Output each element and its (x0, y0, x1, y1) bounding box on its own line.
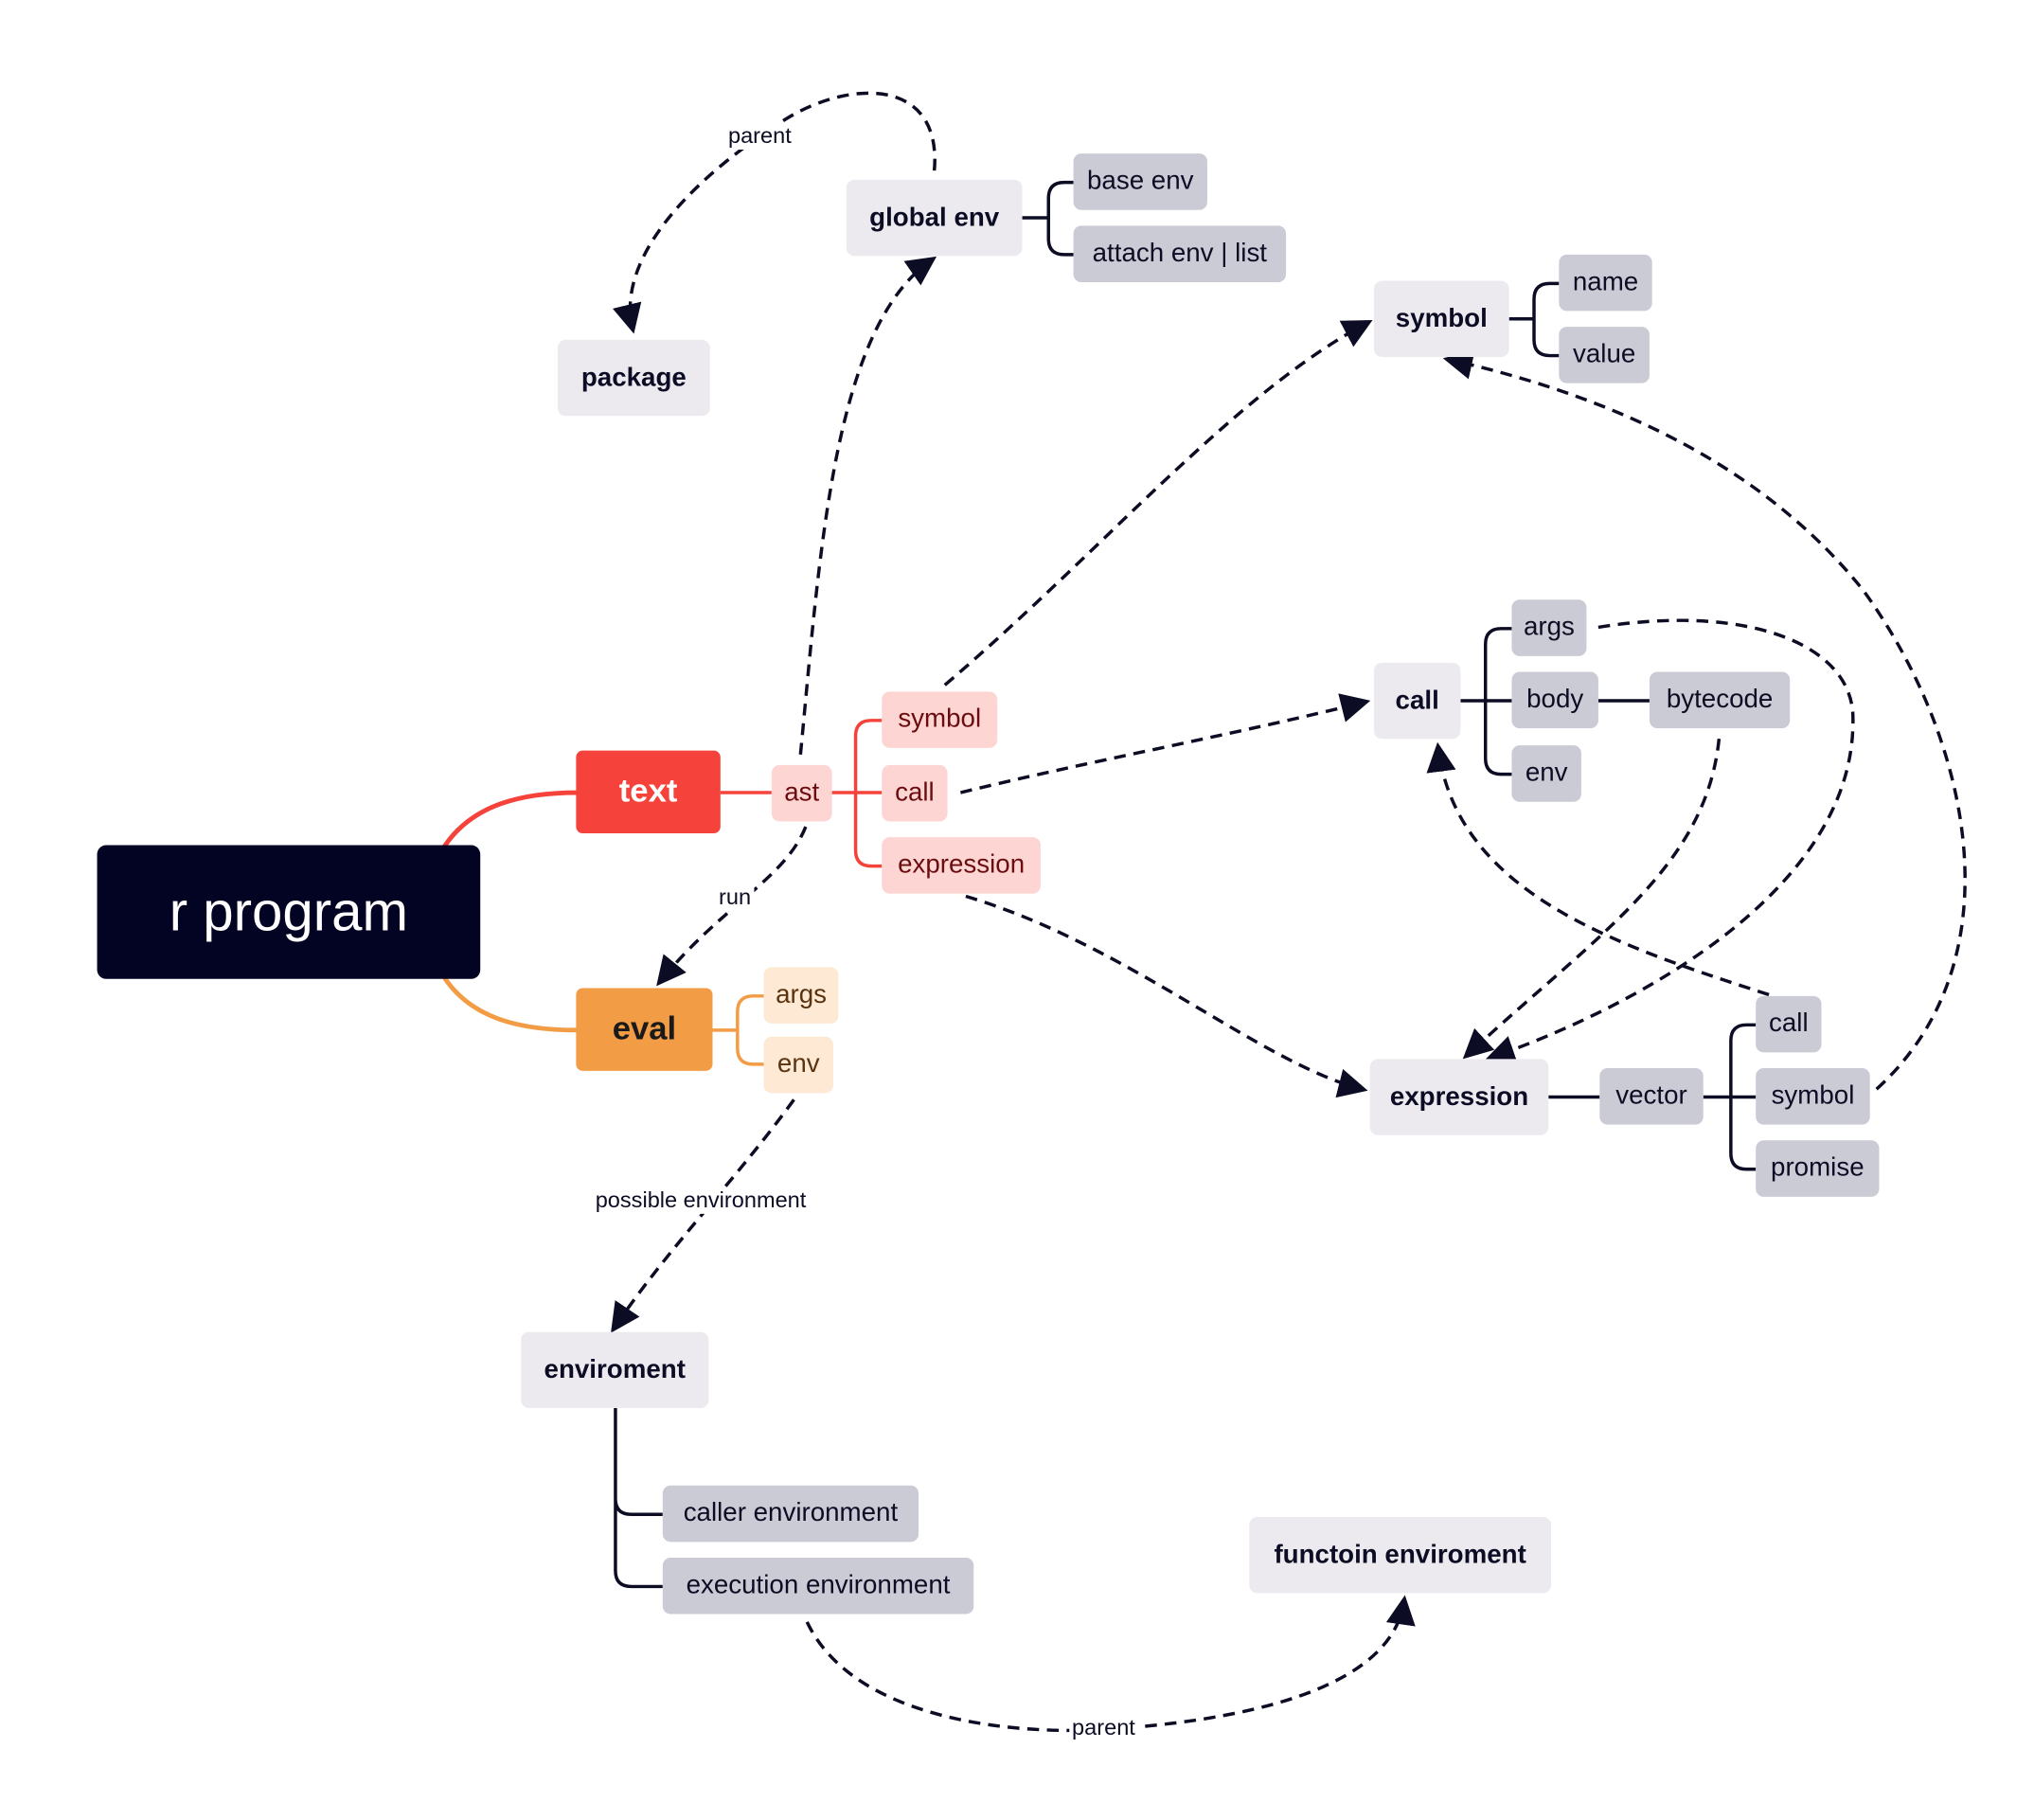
leaf-vector[interactable]: vector (1599, 1068, 1704, 1125)
leaf-vector-promise[interactable]: promise (1756, 1140, 1880, 1197)
subtopic-eval-args[interactable]: args (763, 967, 839, 1024)
topic-package[interactable]: package (557, 339, 710, 417)
relation-symbol-symbol (943, 319, 1373, 687)
leaf-call-args[interactable]: args (1511, 599, 1587, 656)
relation-execution-function (805, 1595, 1416, 1733)
leaf-call-env[interactable]: env (1511, 745, 1581, 802)
relation-args-expression (1485, 618, 1855, 1064)
relation-env-environment (611, 1098, 795, 1333)
leaf-caller-environment[interactable]: caller environment (662, 1485, 919, 1543)
subtopic-eval-env[interactable]: env (763, 1036, 833, 1094)
topic-symbol[interactable]: symbol (1373, 280, 1509, 357)
relation-global-package (612, 91, 937, 334)
global-env-children-connector (1022, 180, 1074, 257)
topic-call[interactable]: call (1373, 662, 1461, 740)
leaf-execution-environment[interactable]: execution environment (662, 1557, 974, 1615)
leaf-call-body[interactable]: body (1511, 671, 1598, 729)
leaf-vector-call[interactable]: call (1756, 995, 1822, 1053)
relation-ast-global (798, 256, 937, 756)
leaf-attach-env[interactable]: attach env | list (1073, 225, 1287, 282)
symbol-children-connector (1508, 281, 1560, 358)
root-eval-branch (441, 974, 578, 1033)
topic-text[interactable]: text (576, 750, 721, 833)
relation-call-call (959, 693, 1371, 794)
relation-bytecode-expression (1462, 739, 1722, 1060)
vector-children-connector (1703, 1023, 1757, 1171)
root-node-r-program[interactable]: r program (97, 845, 481, 979)
subtopic-ast[interactable]: ast (771, 764, 832, 822)
relation-label-possible-environment: possible environment (592, 1187, 810, 1214)
relation-vector-symbol-symbol (1442, 349, 1967, 1091)
topic-expression[interactable]: expression (1369, 1059, 1549, 1135)
relation-vector-call-call (1426, 741, 1770, 997)
topic-eval[interactable]: eval (576, 988, 713, 1071)
relation-label-parent-global: parent (725, 123, 794, 150)
subtopic-ast-expression[interactable]: expression (882, 837, 1041, 894)
relation-label-parent-execution: parent (1069, 1715, 1138, 1741)
leaf-bytecode[interactable]: bytecode (1649, 671, 1791, 729)
leaf-vector-symbol[interactable]: symbol (1756, 1068, 1870, 1125)
topic-function-environment[interactable]: functoin enviroment (1249, 1516, 1552, 1594)
leaf-base-env[interactable]: base env (1073, 153, 1207, 210)
root-text-branch (441, 790, 578, 849)
topic-environment[interactable]: enviroment (521, 1331, 709, 1408)
relation-label-run: run (716, 884, 754, 911)
leaf-symbol-value[interactable]: value (1559, 327, 1650, 384)
call-children-connector (1460, 627, 1512, 776)
leaf-symbol-name[interactable]: name (1559, 254, 1652, 312)
environment-children-connector (614, 1407, 663, 1589)
topic-global-env[interactable]: global env (846, 179, 1023, 257)
eval-children-connector (712, 994, 764, 1066)
subtopic-ast-symbol[interactable]: symbol (882, 691, 998, 748)
relation-expression-expression (965, 894, 1368, 1098)
ast-children-connector (831, 719, 883, 868)
subtopic-ast-call[interactable]: call (882, 764, 948, 822)
